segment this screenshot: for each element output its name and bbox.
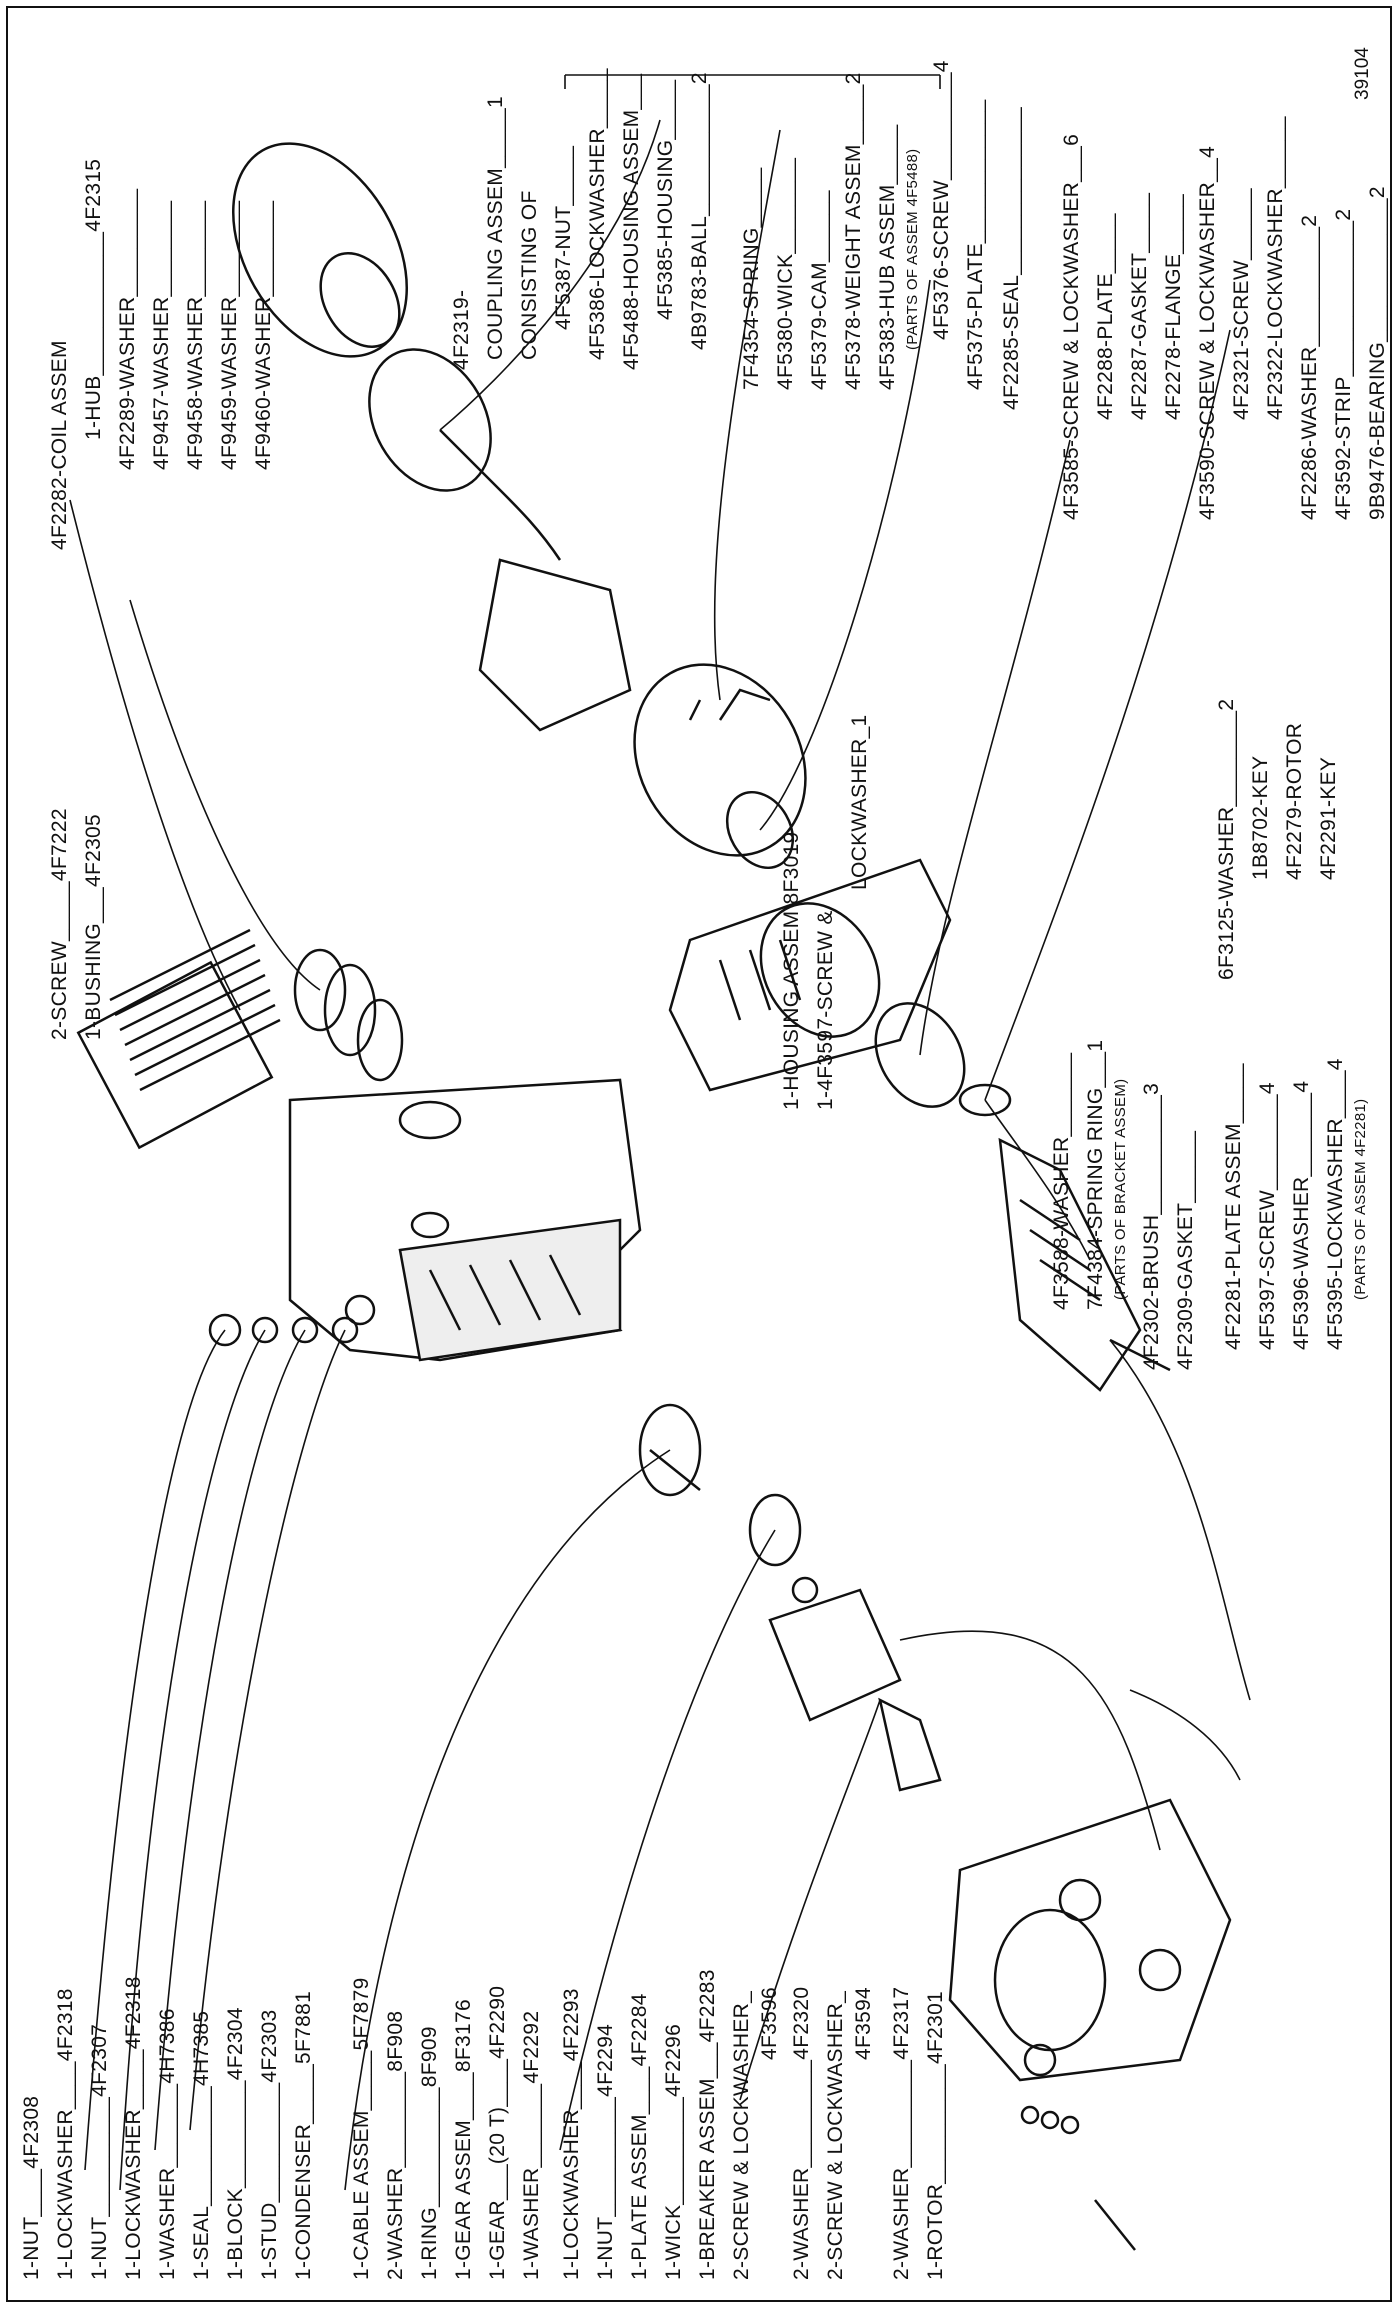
label-gasket-4f2287: 4F2287-GASKET_____ — [1128, 192, 1151, 420]
label-lockwasher-4f5395: 4F5395-LOCKWASHER____4 — [1324, 1058, 1347, 1350]
label-washer-4f2320: 2-WASHER_________4F2320 — [790, 1986, 813, 2280]
label-washer-4f9459: 4F9459-WASHER________ — [218, 200, 241, 470]
label-ring-8f909: 1-RING__________8F909 — [418, 2026, 441, 2280]
label-screw-lockwasher-3594: 2-SCREW & LOCKWASHER_ — [824, 1990, 847, 2280]
label-lockwasher-4f2318-b: 1-LOCKWASHER_____4F2318 — [122, 1976, 145, 2280]
nut-washer-stack — [208, 1313, 359, 1347]
label-screw-4f7222: 2-SCREW_____4F7222 — [48, 808, 71, 1040]
figure-border — [6, 6, 1392, 2302]
label-block-4f2304: 1-BLOCK_________4F2304 — [224, 2007, 247, 2280]
label-housing-assem-8f3019: 1-HOUSING ASSEM 8F3019 — [780, 831, 803, 1110]
end-plate-part — [668, 858, 952, 1092]
label-screw-lock-4f3590: 4F3590-SCREW & LOCKWASHER__4 — [1196, 145, 1219, 520]
label-condenser-5f7881: 1-CONDENSER_____5F7881 — [292, 1990, 315, 2280]
gear-train-part — [638, 1403, 942, 1792]
label-screw-4f5376: 4F5376-SCREW_________4 — [930, 60, 953, 340]
label-lockwasher-4f3597: LOCKWASHER_1 — [848, 714, 871, 890]
label-wick-4f5380: 4F5380-WICK________ — [774, 157, 797, 390]
label-washer-8f908: 2-WASHER________8F908 — [384, 2010, 407, 2280]
label-screw-lockwasher-4f3597: 1-4F3597-SCREW & — [814, 910, 837, 1110]
label-screw-lockwasher-3596: 2-SCREW & LOCKWASHER_ — [730, 1990, 753, 2280]
label-washer-4f9460: 4F9460-WASHER________ — [252, 200, 275, 470]
label-strip-4f3592: 4F3592-STRIP_____________2 — [1332, 208, 1355, 520]
label-housing-assem-4f5488: 4F5488-HOUSING ASSEM___ — [620, 73, 643, 370]
label-washer-4f3588: 4F3588-WASHER_______ — [1050, 1052, 1073, 1310]
label-breaker-assem: 1-BREAKER ASSEM___4F2283 — [696, 1969, 719, 2280]
label-stud-4f2303: 1-STUD__________4F2303 — [258, 2009, 281, 2280]
label-lockwasher-4f2293: 1-LOCKWASHER____4F2293 — [560, 1988, 583, 2280]
label-nut-4f5387: 4F5387-NUT_____ — [552, 145, 575, 330]
label-lockwasher-4f2318: 1-LOCKWASHER____4F2318 — [54, 1988, 77, 2280]
label-nut-4f2307: 1-NUT__________4F2307 — [88, 2023, 111, 2280]
label-washer-4f9457: 4F9457-WASHER________ — [150, 200, 173, 470]
label-coupling-line3: CONSISTING OF — [518, 190, 541, 360]
hub-washer-stack — [293, 948, 404, 1082]
label-washer-4f2292: 1-WASHER_______4F2292 — [520, 2010, 543, 2280]
label-ball-4b9783: 4B9783-BALL___________2 — [688, 72, 711, 350]
label-bearing-9b9476: 9B9476-BEARING____________2 — [1366, 186, 1389, 520]
label-num-4f3596: 4F3596 — [758, 1986, 781, 2060]
label-key-1b8702: 1B8702-KEY — [1249, 755, 1272, 880]
label-bushing-4f2305: 1-BUSHING___4F2305 — [82, 813, 105, 1040]
screw-stack-part — [1020, 2105, 1136, 2251]
label-hub-assem-note: (PARTS OF ASSEM 4F5488) — [904, 148, 921, 350]
label-weight-assem: 4F5378-WEIGHT ASSEM_____2 — [842, 72, 865, 390]
label-assem-4f2281-note: (PARTS OF ASSEM 4F2281) — [1352, 1098, 1369, 1300]
rotor-assembly-part — [874, 1002, 1171, 1392]
label-nut-4f2308: 1-NUT____4F2308 — [20, 2095, 43, 2280]
label-washer-4f5396: 4F5396-WASHER_______4 — [1290, 1080, 1313, 1350]
leader-lines — [69, 119, 1251, 2191]
label-rotor-4f2279: 4F2279-ROTOR — [1283, 722, 1306, 880]
label-screw-4f5397: 4F5397-SCREW________4 — [1256, 1082, 1279, 1350]
label-seal-4f2285: 4F2285-SEAL______________ — [1000, 107, 1023, 410]
label-washer-4h7386: 1-WASHER_______4H7386 — [156, 2008, 179, 2280]
label-lockwasher-4f2322: 4F2322-LOCKWASHER______ — [1264, 116, 1287, 420]
label-seal-4h7385: 1-SEAL__________4H7385 — [190, 2010, 213, 2280]
label-screw-lock-4f3585: 4F3585-SCREW & LOCKWASHER___6 — [1060, 133, 1083, 520]
label-brush-4f2302: 4F2302-BRUSH__________3 — [1140, 1082, 1163, 1370]
label-housing-4f5385: 4F5385-HOUSING_____ — [654, 79, 677, 320]
label-coil-assem: 4F2282-COIL ASSEM — [48, 340, 71, 550]
coil-assembly-part — [76, 928, 281, 1150]
governor-assembly-part — [633, 663, 807, 869]
label-plate-assem: 1-PLATE ASSEM____4F2284 — [628, 1993, 651, 2280]
label-nut-4f2294: 1-NUT__________4F2294 — [594, 2023, 617, 2280]
main-housing-part — [288, 1078, 642, 1362]
label-washer-4f2317: 2-WASHER_________4F2317 — [890, 1986, 913, 2280]
label-washer-4f9458: 4F9458-WASHER________ — [184, 200, 207, 470]
label-coupling-line2: COUPLING ASSEM_____1 — [484, 96, 507, 360]
bracket-lines — [564, 74, 1241, 1781]
label-rotor-4f2301: 1-ROTOR__________4F2301 — [924, 1990, 947, 2280]
label-washer-4f2289: 4F2289-WASHER_________ — [116, 188, 139, 470]
label-washer-6f3125: 6F3125-WASHER________2 — [1215, 698, 1238, 980]
label-gasket-4f2309: 4F2309-GASKET______ — [1174, 1130, 1197, 1370]
label-hub-assem: 4F5383-HUB ASSEM_____ — [876, 124, 899, 390]
coupling-assembly-part — [232, 142, 632, 732]
label-gear-20t: 1-GEAR___(20 T)____4F2290 — [486, 1985, 509, 2280]
label-lockwasher-4f5386: 4F5386-LOCKWASHER_____ — [586, 68, 609, 360]
label-key-4f2291: 4F2291-KEY — [1317, 756, 1340, 880]
label-plate-4f2288: 4F2288-PLATE_____ — [1094, 213, 1117, 420]
label-spring-ring-7f4384: 7F4384-SPRING RING___1 — [1084, 1039, 1107, 1310]
label-plate-assem-4f2281: 4F2281-PLATE ASSEM_____ — [1222, 1063, 1245, 1350]
label-plate-4f5375: 4F5375-PLATE____________ — [964, 99, 987, 390]
label-hub: 1-HUB____________4F2315 — [82, 158, 105, 440]
label-flange-4f2278: 4F2278-FLANGE_____ — [1162, 193, 1185, 420]
label-cam-4f5379: 4F5379-CAM______ — [808, 190, 831, 390]
label-gear-assem: 1-GEAR ASSEM____8F3176 — [452, 1999, 475, 2280]
label-bracket-note: (PARTS OF BRACKET ASSEM) — [1112, 1078, 1129, 1300]
label-coupling-line1: 4F2319- — [450, 289, 473, 370]
label-cable-assem: 1-CABLE ASSEM_____5F7879 — [350, 1977, 373, 2280]
figure-number: 39104 — [1352, 47, 1373, 100]
label-spring-7f4354: 7F4354-SPRING_____ — [740, 167, 763, 390]
label-num-4f3594: 4F3594 — [852, 1986, 875, 2060]
label-screw-4f2321: 4F2321-SCREW______ — [1230, 188, 1253, 420]
label-washer-4f2286: 4F2286-WASHER__________2 — [1298, 214, 1321, 520]
label-wick-4f2296: 1-WICK_________4F2296 — [662, 2023, 685, 2280]
distributor-cap-part — [948, 1798, 1232, 2082]
